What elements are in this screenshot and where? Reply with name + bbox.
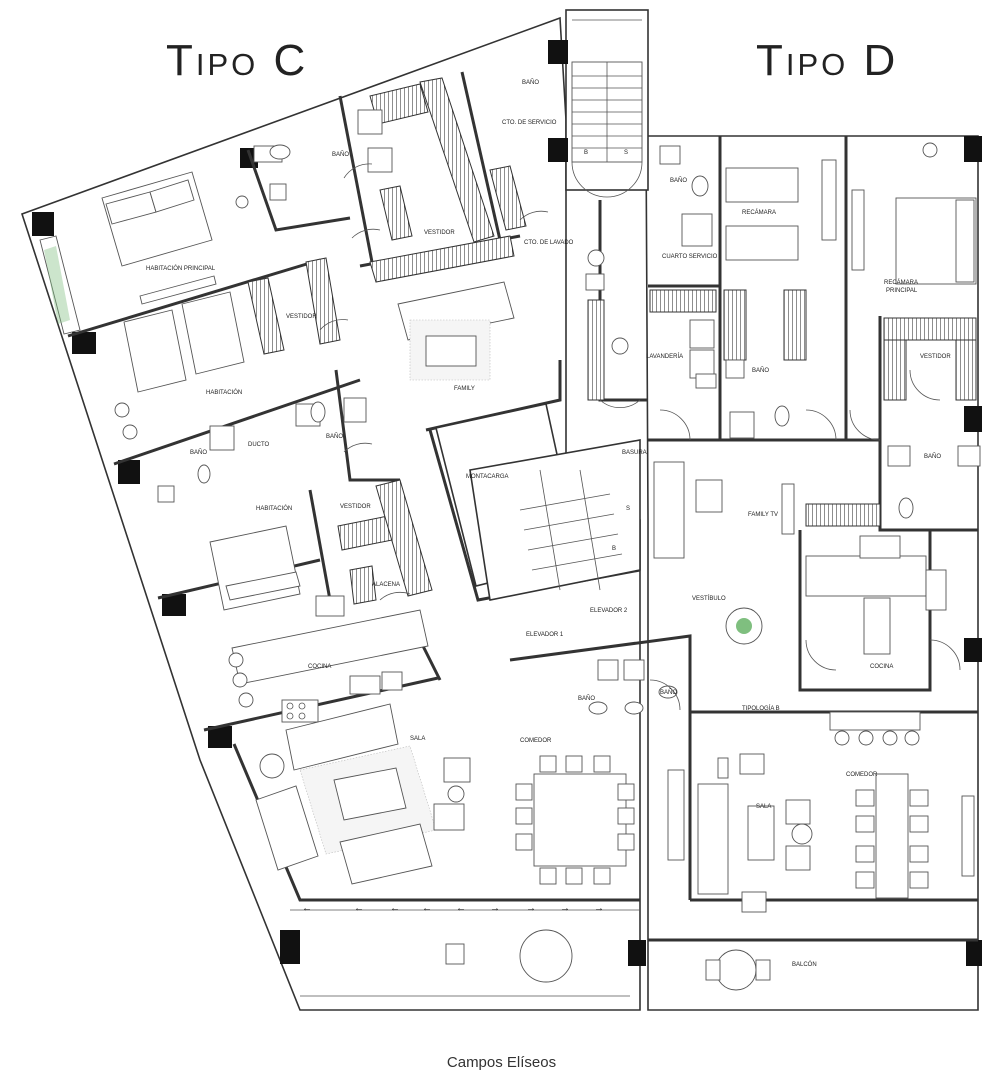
- label-vestidor-c2: VESTIDOR: [286, 314, 317, 320]
- label-stair-b2: B: [612, 546, 616, 552]
- label-montacarga: MONTACARGA: [466, 474, 509, 480]
- label-alacena: ALACENA: [372, 582, 400, 588]
- label-bano-d2: BAÑO: [752, 367, 769, 374]
- stair-core: [435, 19, 643, 601]
- label-bano-c2: BAÑO: [190, 449, 207, 456]
- label-comedor-d: COMEDOR: [846, 772, 878, 778]
- label-habitacion-2: HABITACIÓN: [256, 505, 292, 512]
- label-bano-d-serv: BAÑO: [670, 177, 687, 184]
- svg-text:→: →: [594, 903, 604, 914]
- label-cto-lavado: CTO. DE LAVADO: [524, 240, 574, 246]
- label-recamara-principal-2: PRINCIPAL: [886, 288, 918, 294]
- label-family-c: FAMILY: [454, 386, 475, 392]
- label-bano-d3: BAÑO: [924, 453, 941, 460]
- label-sala-d: SALA: [756, 804, 771, 810]
- label-vestibulo: VESTÍBULO: [692, 595, 726, 602]
- label-cocina-d: COCINA: [870, 664, 893, 670]
- caption: Campos Elíseos: [446, 1054, 557, 1071]
- label-stair-s: S: [624, 150, 628, 156]
- label-basura: BASURA: [622, 450, 647, 456]
- svg-text:←: ←: [422, 903, 432, 914]
- label-cocina-c: COCINA: [308, 664, 331, 670]
- label-comedor-c: COMEDOR: [520, 738, 552, 744]
- label-cto-servicio: CTO. DE SERVICIO: [502, 120, 557, 126]
- svg-text:→: →: [560, 903, 570, 914]
- label-bano-c5: BAÑO: [660, 689, 677, 696]
- room-labels: BAÑO CTO. DE SERVICIO BAÑO VESTIDOR HABI…: [146, 79, 951, 968]
- svg-text:←: ←: [456, 903, 466, 914]
- label-vestidor-c3: VESTIDOR: [340, 504, 371, 510]
- label-lavanderia: LAVANDERÍA: [646, 353, 683, 360]
- svg-text:←: ←: [390, 903, 400, 914]
- tipo-d-closets: [587, 289, 977, 527]
- label-ducto: DUCTO: [248, 442, 270, 448]
- tipo-d-furniture: [585, 142, 981, 991]
- label-recamara: RECÁMARA: [742, 209, 776, 216]
- label-stair-b: B: [584, 150, 588, 156]
- label-sala-c: SALA: [410, 736, 425, 742]
- structural-columns: [32, 40, 982, 966]
- label-bano-top: BAÑO: [522, 79, 539, 86]
- label-habitacion-1: HABITACIÓN: [206, 389, 242, 396]
- tipo-c-furniture: [39, 109, 685, 997]
- label-recamara-principal-1: RECÁMARA: [884, 279, 918, 286]
- balcony-arrows: ← ← ← ← ← → → → →: [302, 903, 604, 914]
- svg-text:←: ←: [302, 903, 312, 914]
- label-stair-s2: S: [626, 506, 630, 512]
- label-bano-c3: BAÑO: [326, 433, 343, 440]
- label-habitacion-principal: HABITACIÓN PRINCIPAL: [146, 265, 216, 272]
- label-elevador-1: ELEVADOR 1: [526, 632, 564, 638]
- svg-text:←: ←: [354, 903, 364, 914]
- svg-text:→: →: [526, 903, 536, 914]
- label-bano-principal: BAÑO: [332, 151, 349, 158]
- label-family-tv: FAMILY TV: [748, 512, 778, 518]
- label-cuarto-servicio: CUARTO SERVICIO: [662, 254, 718, 260]
- label-balcon: BALCÓN: [792, 961, 817, 968]
- title-tipo-d: Tipo D: [756, 36, 899, 85]
- svg-text:→: →: [490, 903, 500, 914]
- door-swings: [319, 163, 961, 711]
- label-vestidor-d: VESTIDOR: [920, 354, 951, 360]
- label-bano-c4: BAÑO: [578, 695, 595, 702]
- label-elevador-2: ELEVADOR 2: [590, 608, 628, 614]
- title-tipo-c: Tipo C: [166, 36, 309, 85]
- label-tipologia-b: TIPOLOGÍA B: [742, 705, 780, 712]
- label-vestidor-c: VESTIDOR: [424, 230, 455, 236]
- tipo-c-closets: [247, 77, 527, 605]
